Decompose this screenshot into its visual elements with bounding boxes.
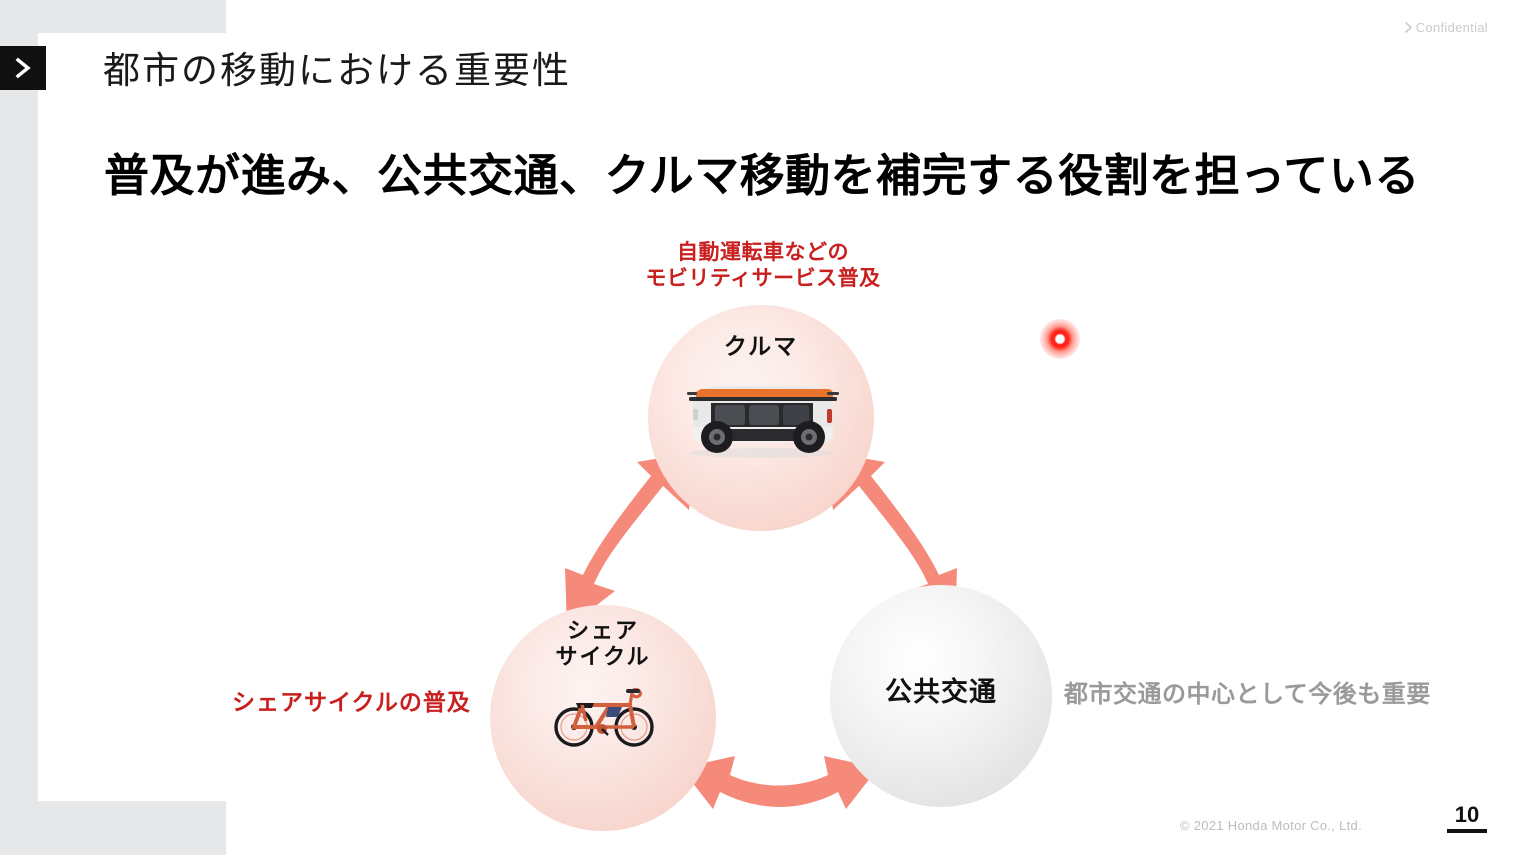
headline: 普及が進み、公共交通、クルマ移動を補完する役割を担っている	[104, 150, 1420, 201]
arrow-car-to-transit	[826, 452, 957, 628]
confidential-label: Confidential	[1415, 20, 1488, 35]
frame-bottom-bar	[0, 801, 226, 855]
page-number-underline	[1447, 829, 1487, 833]
chevron-right-icon	[1404, 21, 1413, 34]
page-title: 都市の移動における重要性	[103, 50, 571, 91]
arrow-cycle-to-transit	[681, 756, 878, 809]
frame-left-bar	[0, 0, 38, 855]
nav-chevron-tab[interactable]	[0, 46, 46, 90]
copyright-notice: © 2021 Honda Motor Co., Ltd.	[1179, 818, 1362, 833]
arrow-car-to-cycle	[565, 452, 696, 628]
confidential-marker: Confidential	[1404, 20, 1488, 35]
chevron-right-icon	[13, 56, 33, 80]
page-number: 10	[1454, 802, 1480, 827]
